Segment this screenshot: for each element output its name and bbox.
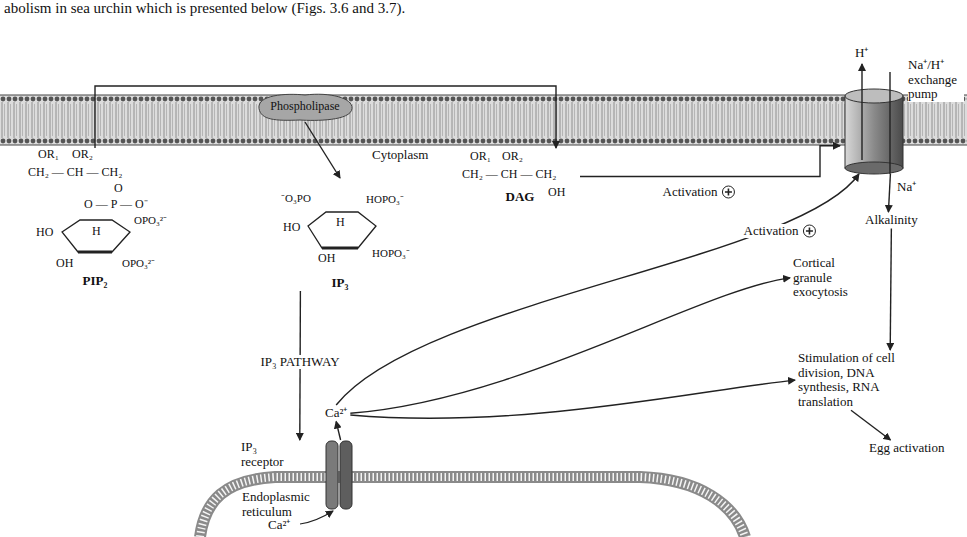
activation-plus-sign (722, 186, 734, 198)
signal-arrow (851, 410, 890, 440)
structure-label: OR₁ (470, 150, 491, 163)
activation-plus-sign (725, 189, 732, 196)
structure-label: OPO₃²⁻ (134, 214, 167, 226)
activation-plus-sign (803, 225, 815, 237)
structure-label: O — P — O⁻ (84, 198, 148, 211)
signal-arrow (95, 86, 556, 148)
structure-label: HO (36, 226, 53, 239)
signal-arrow (305, 122, 340, 178)
edge-label: Activation (742, 224, 801, 239)
structure-label: CH₂ — CH — CH₂ (28, 166, 122, 179)
signal-arrow (336, 174, 859, 405)
signal-arrow (350, 278, 790, 413)
plasma-membrane (0, 95, 967, 145)
signal-arrow (350, 380, 795, 418)
structure-label: Ca²⁺ (268, 518, 290, 533)
structure-label: Cytoplasm (372, 148, 428, 163)
edge-label: IP₃ PATHWAY (258, 355, 341, 370)
molecule-pip2: PIP₂ (20, 148, 170, 289)
node-text: Ca²⁺ (325, 406, 347, 421)
node-text: Stimulation of cell division, DNA synthe… (798, 351, 904, 409)
structure-label: OR₂ (502, 150, 523, 163)
structure-label: CH₂ — CH — CH₂ (462, 168, 556, 181)
node-text: Na⁺/H⁺ exchange pump (908, 58, 964, 102)
signal-arrow (580, 146, 840, 177)
structure-label: OH (548, 186, 565, 199)
molecule-dag: DAG (460, 148, 580, 205)
node-text: Alkalinity (865, 213, 918, 228)
node-text: IP₃ (332, 276, 349, 291)
inositol-ring (308, 212, 376, 248)
calcium-release-arrow (300, 511, 333, 524)
caption-fragment: abolism in sea urchin which is presented… (4, 0, 405, 17)
structure-label: HOPO₃⁻ (372, 247, 410, 259)
structure-label: OH (56, 257, 73, 270)
node-text: Egg activation (869, 441, 944, 456)
exchange-pump (845, 64, 903, 174)
structure-label: H (92, 225, 101, 238)
enzyme-blob: Phospholipase (255, 92, 355, 122)
node-text: DAG (506, 190, 535, 205)
structure-label: H⁺ (855, 46, 868, 61)
signal-arrow (336, 422, 340, 440)
structure-label: O (114, 182, 123, 195)
process-text: Cortical granule exocytosis (790, 255, 868, 301)
er-membrane (200, 477, 745, 537)
node-text: IP₃ receptor (241, 440, 301, 469)
process-text: Alkalinity (862, 212, 921, 229)
structure-label: OPO₃²⁻ (122, 257, 155, 269)
receptor-node: IP₃ receptor (235, 440, 355, 476)
node-text: PIP₂ (83, 274, 108, 289)
signal-arrow (890, 229, 891, 350)
structure-label: HOPO₃⁻ (366, 193, 404, 205)
receptor-channel (326, 441, 352, 509)
ion-label: Ca²⁺ (322, 405, 350, 422)
organelle-node: Endoplasmic reticulum (200, 476, 760, 537)
signal-arrow (888, 174, 890, 212)
structure-label: OR₁ (38, 148, 59, 161)
structure-label: OH (318, 252, 335, 265)
node-text: Cortical granule exocytosis (793, 256, 865, 300)
edge-label: Activation (661, 185, 720, 200)
inositol-ring (62, 220, 130, 252)
activation-plus-sign (806, 228, 813, 235)
molecule-ip3: IP₃ (280, 178, 400, 291)
pump-node: Na⁺/H⁺ exchange pump (840, 56, 966, 174)
structure-label: HO (283, 221, 300, 234)
structure-label: ⁻O₃PO (281, 192, 311, 204)
node-text: Phospholipase (270, 100, 339, 113)
structure-label: Na⁺ (897, 180, 916, 195)
enzyme-outline (259, 94, 352, 120)
structure-label: OR₂ (72, 148, 93, 161)
outcome-text: Egg activation (866, 440, 947, 457)
node-text: Endoplasmic reticulum (242, 490, 332, 519)
process-text: Stimulation of cell division, DNA synthe… (795, 350, 907, 410)
structure-label: H (336, 216, 345, 229)
